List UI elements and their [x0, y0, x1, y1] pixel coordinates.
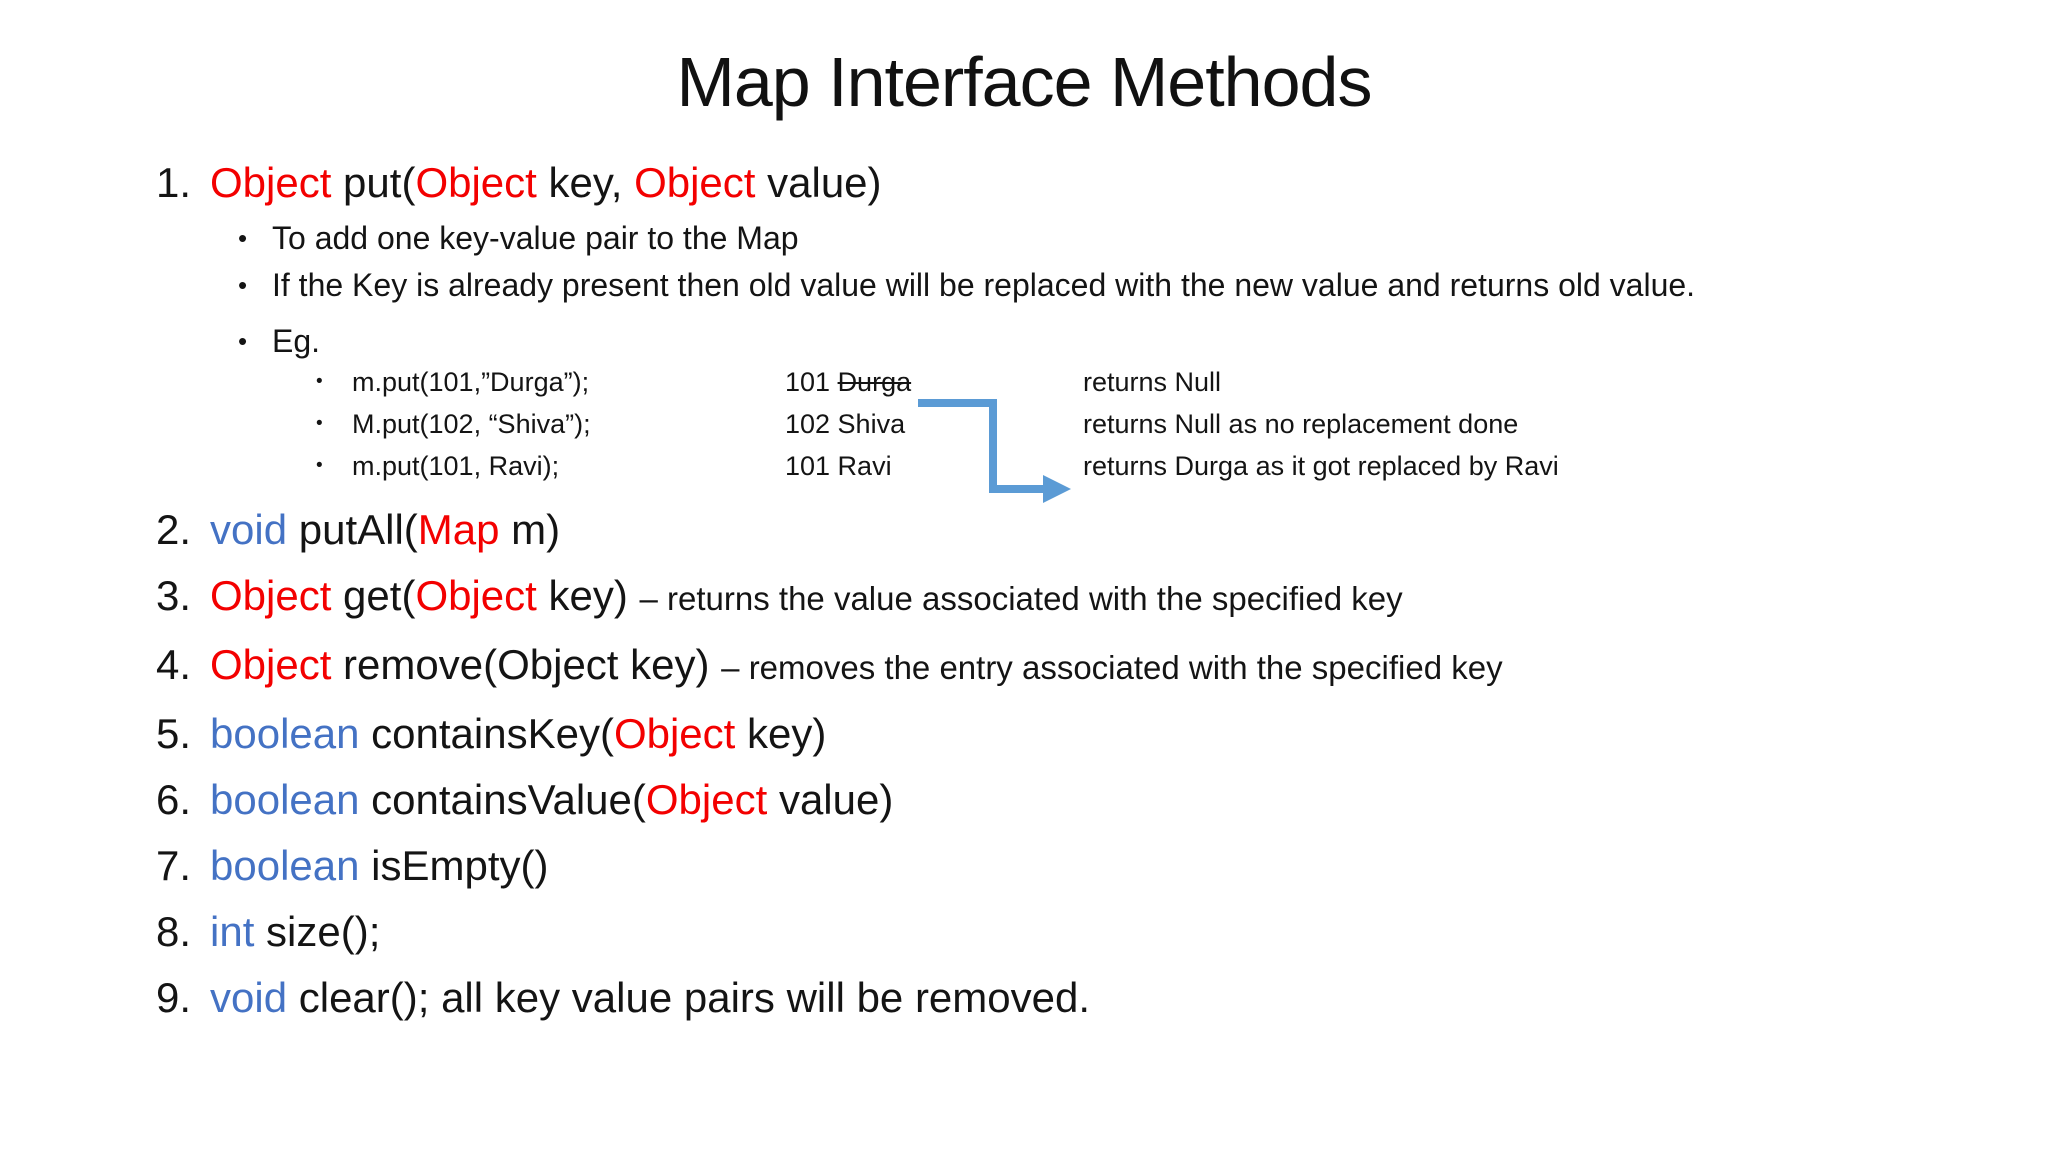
method-signature: void putAll(Map m) [210, 505, 2048, 555]
table-row: • M.put(102, “Shiva”); 102 Shiva returns… [316, 403, 2048, 445]
text-segment: Durga [837, 366, 912, 397]
keyvalue-cell: 102 Shiva [785, 409, 1083, 440]
bullet-icon: • [316, 455, 323, 476]
text-segment: value) [755, 159, 882, 206]
slide-content: 1. Object put(Object key, Object value) … [0, 158, 2048, 1023]
item-number: 5. [156, 710, 192, 757]
text-segment: isEmpty() [359, 842, 549, 889]
text-segment: Object [415, 572, 537, 619]
code-cell: • m.put(101,”Durga”); [316, 367, 785, 398]
item-number: 8. [156, 908, 192, 955]
text-segment: m) [499, 506, 561, 553]
text-segment: remove(Object key) [331, 641, 722, 688]
replacement-arrow-icon [918, 399, 1071, 503]
keyvalue-cell: 101 Ravi [785, 451, 1083, 482]
item-number: 7. [156, 842, 192, 889]
put-details-list: • To add one key-value pair to the Map •… [238, 218, 2048, 361]
returns-cell: returns Null [1083, 366, 1222, 397]
table-row: • m.put(101,”Durga”); 101 Durga returns … [316, 361, 2048, 403]
list-item: • To add one key-value pair to the Map [238, 218, 2048, 258]
item-number: 9. [156, 974, 192, 1021]
text-segment: Object [210, 159, 332, 206]
text-segment: containsKey( [359, 710, 614, 757]
bullet-icon: • [238, 326, 248, 356]
method-signature: boolean containsValue(Object value) [210, 775, 2048, 825]
bullet-text: If the Key is already present then old v… [272, 267, 1696, 303]
method-signature: boolean containsKey(Object key) [210, 709, 2048, 759]
text-segment: clear(); all key value pairs will be rem… [287, 974, 1091, 1021]
bullet-icon: • [316, 371, 323, 392]
text-segment: boolean [210, 776, 360, 823]
list-item: • If the Key is already present then old… [238, 266, 2048, 305]
methods-list: 2. void putAll(Map m) 3. Object get(Obje… [0, 505, 2048, 1023]
item-number: 1. [156, 159, 192, 206]
text-segment: void [210, 974, 288, 1021]
method-item-isempty: 7. boolean isEmpty() [0, 841, 2048, 891]
text-segment: get( [331, 572, 416, 619]
example-table: • m.put(101,”Durga”); 101 Durga returns … [316, 361, 2048, 503]
method-item-size: 8. int size(); [0, 907, 2048, 957]
code-text: m.put(101,”Durga”); [352, 366, 590, 397]
code-text: m.put(101, Ravi); [352, 450, 560, 481]
bullet-icon: • [238, 223, 248, 253]
method-signature: Object get(Object key) – returns the val… [210, 571, 2048, 624]
method-item-putall: 2. void putAll(Map m) [0, 505, 2048, 555]
text-segment: putAll( [287, 506, 418, 553]
text-segment: Object [415, 159, 537, 206]
text-segment: Object [645, 776, 768, 823]
returns-cell: returns Null as no replacement done [1083, 408, 1519, 439]
bullet-icon: • [238, 270, 248, 300]
text-segment: key, [536, 159, 635, 206]
text-segment: boolean [210, 842, 360, 889]
slide-title: Map Interface Methods [676, 43, 1373, 121]
text-segment: – returns the value associated with the … [639, 580, 1403, 617]
item-number: 4. [156, 641, 192, 688]
bullet-text: Eg. [272, 323, 321, 359]
item-number: 3. [156, 572, 192, 619]
text-segment: 102 Shiva [785, 408, 906, 439]
text-segment: key) [735, 710, 827, 757]
method-signature: boolean isEmpty() [210, 841, 2048, 891]
text-segment: put( [331, 159, 416, 206]
text-segment: size(); [254, 908, 381, 955]
text-segment: 101 [785, 366, 838, 397]
item-number: 6. [156, 776, 192, 823]
text-segment: value) [767, 776, 894, 823]
method-item-remove: 4. Object remove(Object key) – removes t… [0, 640, 2048, 693]
method-item-containskey: 5. boolean containsKey(Object key) [0, 709, 2048, 759]
method-item-clear: 9. void clear(); all key value pairs wil… [0, 973, 2048, 1023]
bullet-icon: • [316, 413, 323, 434]
item-number: 2. [156, 506, 192, 553]
method-signature: Object remove(Object key) – removes the … [210, 640, 2048, 693]
text-segment: boolean [210, 710, 360, 757]
method-item-put: 1. Object put(Object key, Object value) [0, 158, 2048, 208]
bullet-text: To add one key-value pair to the Map [272, 220, 799, 256]
text-segment: Object [634, 159, 756, 206]
method-item-get: 3. Object get(Object key) – returns the … [0, 571, 2048, 624]
method-item-containsvalue: 6. boolean containsValue(Object value) [0, 775, 2048, 825]
list-item: • Eg. [238, 321, 2048, 361]
code-text: M.put(102, “Shiva”); [352, 408, 591, 439]
text-segment: Object [613, 710, 736, 757]
text-segment: containsValue( [359, 776, 646, 823]
text-segment: Object [210, 641, 332, 688]
code-cell: • m.put(101, Ravi); [316, 451, 785, 482]
method-signature: int size(); [210, 907, 2048, 957]
code-cell: • M.put(102, “Shiva”); [316, 409, 785, 440]
returns-cell: returns Durga as it got replaced by Ravi [1083, 450, 1559, 481]
table-row: • m.put(101, Ravi); 101 Ravi returns Dur… [316, 445, 2048, 487]
keyvalue-cell: 101 Durga [785, 367, 1083, 398]
text-segment: int [210, 908, 255, 955]
text-segment: 101 Ravi [785, 450, 892, 481]
text-segment: void [210, 506, 288, 553]
text-segment: Object [210, 572, 332, 619]
text-segment: Map [417, 506, 500, 553]
text-segment: key) [536, 572, 640, 619]
method-signature: void clear(); all key value pairs will b… [210, 973, 2048, 1023]
text-segment: – removes the entry associated with the … [721, 649, 1503, 686]
method-signature: Object put(Object key, Object value) [210, 158, 2048, 208]
